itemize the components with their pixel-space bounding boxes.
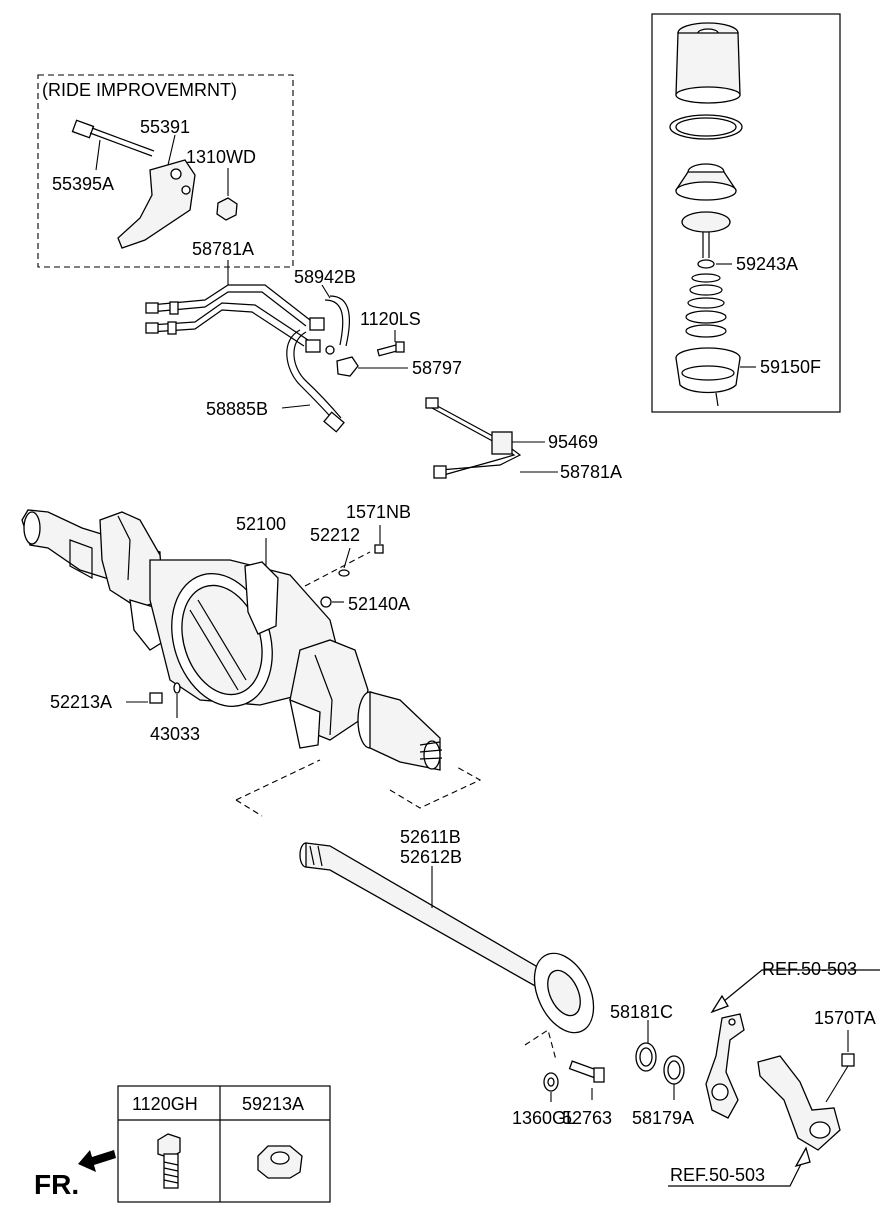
brake-pipe-group: 58885B 58942B 1120LS 58797 95469 58781A <box>145 267 622 482</box>
part-label-1571nb: 1571NB <box>346 502 411 522</box>
nut-1310wd-drawing <box>216 197 238 221</box>
part-label-95469: 95469 <box>548 432 598 452</box>
part-label-59243a: 59243A <box>736 254 798 274</box>
part-label-58181c: 58181C <box>610 1002 673 1022</box>
part-label-1120ls: 1120LS <box>360 309 421 329</box>
ref-label-bottom: REF.50-503 <box>670 1165 765 1185</box>
part-label-52763: 52763 <box>562 1108 612 1128</box>
part-label-58781a-top: 58781A <box>192 239 254 259</box>
part-label-58797: 58797 <box>412 358 462 378</box>
axle-shaft-group: 52611B 52612B <box>299 827 595 1061</box>
part-label-58942b: 58942B <box>294 267 356 287</box>
ride-improvement-title: (RIDE IMPROVEMRNT) <box>42 80 237 100</box>
slack-adjuster-group: REF.50-503 REF.50-503 1570TA <box>668 959 880 1187</box>
part-label-59150f: 59150F <box>760 357 821 377</box>
legend-header-1120gh: 1120GH <box>132 1094 198 1114</box>
ride-improvement-box <box>37 74 294 268</box>
part-label-1360gl: 1360GL <box>512 1108 576 1128</box>
spring-brake-group: 59243A 59150F <box>651 13 841 413</box>
part-label-52212: 52212 <box>310 525 360 545</box>
part-label-55395a: 55395A <box>52 174 114 194</box>
ride-improvement-group: (RIDE IMPROVEMRNT) 55395A 55391 1310WD 5… <box>37 74 294 285</box>
front-direction-indicator: FR. <box>34 1150 116 1200</box>
part-label-1570ta: 1570TA <box>814 1008 876 1028</box>
part-label-58179a: 58179A <box>632 1108 694 1128</box>
hex-nut-icon <box>257 1145 303 1179</box>
part-label-55391: 55391 <box>140 117 190 137</box>
bolt-55395a-drawing <box>71 119 155 157</box>
part-label-52140a: 52140A <box>348 594 410 614</box>
part-label-52100: 52100 <box>236 514 286 534</box>
part-label-52213a: 52213A <box>50 692 112 712</box>
hex-bolt-icon <box>157 1133 181 1189</box>
front-label: FR. <box>34 1169 79 1200</box>
ref-label-top: REF.50-503 <box>762 959 857 979</box>
part-label-52612b: 52612B <box>400 847 462 867</box>
part-label-58885b: 58885B <box>206 399 268 419</box>
part-label-1310wd: 1310WD <box>186 147 256 167</box>
front-arrow-icon <box>78 1150 116 1172</box>
part-label-43033: 43033 <box>150 724 200 744</box>
part-label-52611b: 52611B <box>400 827 461 847</box>
axle-housing-group: 52100 1571NB 52212 52140A 52213A 43033 <box>21 502 482 817</box>
legend-header-59213a: 59213A <box>242 1094 304 1114</box>
bracket-55391-drawing <box>117 159 196 249</box>
hub-parts-group: 1360GL 52763 58181C 58179A <box>512 1002 694 1128</box>
spring-brake-box <box>651 13 841 413</box>
fastener-legend-table: 1120GH 59213A <box>117 1085 331 1203</box>
part-label-58781a-mid: 58781A <box>560 462 622 482</box>
